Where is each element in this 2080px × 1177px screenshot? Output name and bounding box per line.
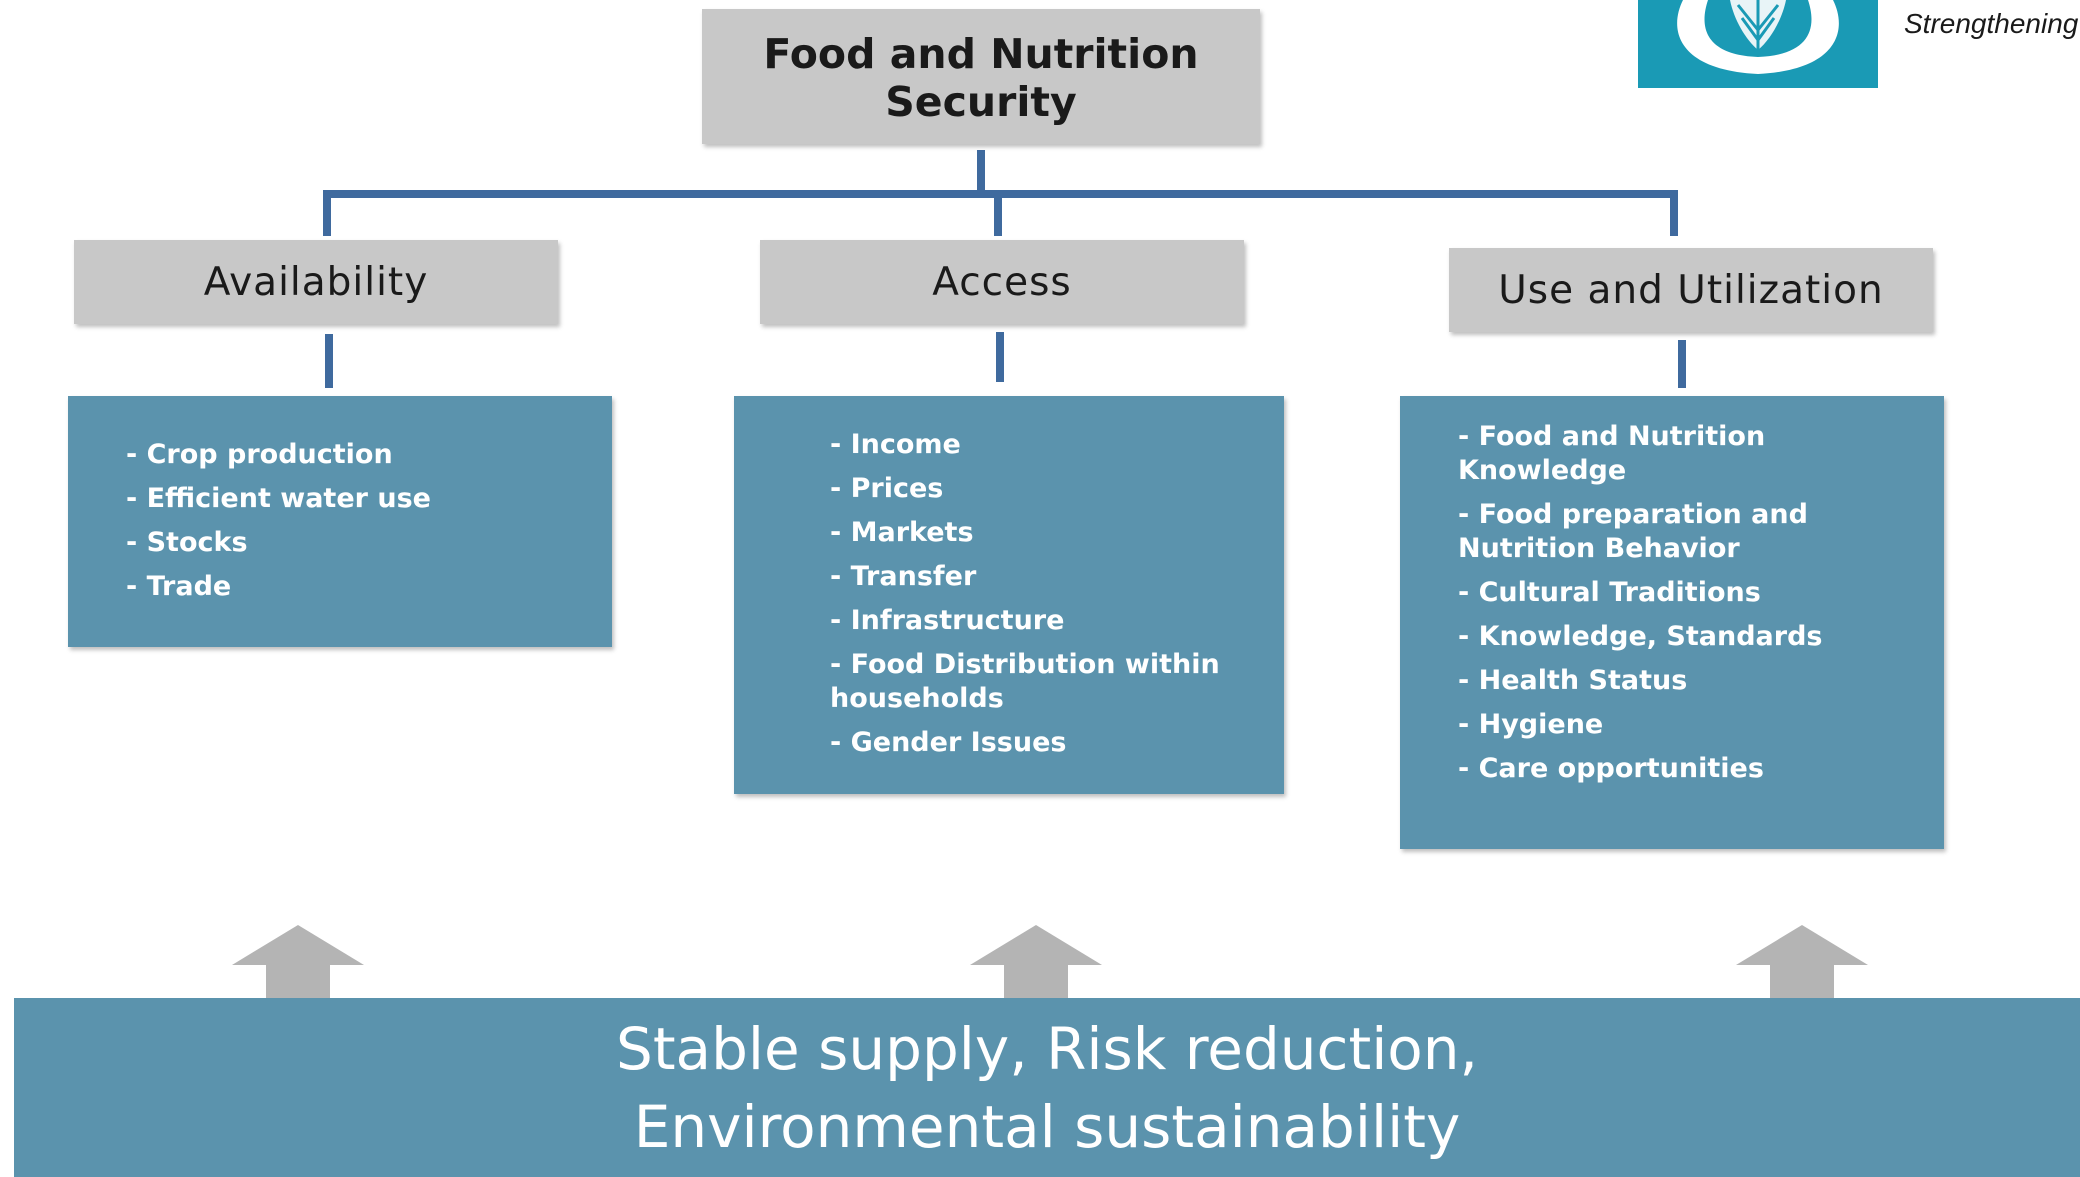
list-item: - Care opportunities bbox=[1458, 753, 1764, 784]
detail-box-availability: - Crop production - Efficient water use … bbox=[68, 396, 612, 647]
list-item: - Food Distribution within households bbox=[830, 649, 1220, 714]
root-box-food-nutrition-security: Food and Nutrition Security bbox=[702, 9, 1260, 144]
availability-list: - Crop production - Efficient water use … bbox=[126, 438, 592, 604]
list-item: - Prices bbox=[830, 473, 944, 504]
root-title-line2: Security bbox=[885, 77, 1077, 126]
list-item: - Infrastructure bbox=[830, 605, 1065, 636]
list-item: - Food and Nutrition Knowledge bbox=[1458, 421, 1766, 486]
list-item: - Stocks bbox=[126, 527, 248, 558]
up-arrow-icon bbox=[232, 925, 364, 1000]
detail-box-use-and-utilization: - Food and Nutrition Knowledge - Food pr… bbox=[1400, 396, 1944, 849]
list-item: - Transfer bbox=[830, 561, 977, 592]
list-item: - Cultural Traditions bbox=[1458, 577, 1761, 608]
foundation-bar: Stable supply, Risk reduction, Environme… bbox=[14, 998, 2080, 1177]
foundation-line1: Stable supply, Risk reduction, bbox=[616, 1014, 1478, 1083]
list-item: - Knowledge, Standards bbox=[1458, 621, 1823, 652]
utilization-list: - Food and Nutrition Knowledge - Food pr… bbox=[1458, 420, 1914, 786]
wheat-logo-icon bbox=[1677, 0, 1839, 74]
detail-box-access: - Income - Prices - Markets - Transfer -… bbox=[734, 396, 1284, 794]
list-item: - Hygiene bbox=[1458, 709, 1604, 740]
up-arrow-icon bbox=[970, 925, 1102, 1000]
up-arrow-icon bbox=[1736, 925, 1868, 1000]
category-box-access: Access bbox=[760, 240, 1244, 324]
root-title-line1: Food and Nutrition bbox=[763, 29, 1199, 78]
list-item: - Markets bbox=[830, 517, 974, 548]
category-box-use-and-utilization: Use and Utilization bbox=[1449, 248, 1933, 332]
list-item: - Efficient water use bbox=[126, 483, 431, 514]
list-item: - Trade bbox=[126, 571, 232, 602]
list-item: - Gender Issues bbox=[830, 727, 1067, 758]
category-box-availability: Availability bbox=[74, 240, 558, 324]
logo bbox=[1638, 0, 1878, 88]
foundation-line2: Environmental sustainability bbox=[633, 1092, 1461, 1161]
list-item: - Income bbox=[830, 429, 961, 460]
list-item: - Food preparation and Nutrition Behavio… bbox=[1458, 499, 1808, 564]
list-item: - Crop production bbox=[126, 439, 393, 470]
header-tagline: Strengthening bbox=[1904, 8, 2079, 39]
list-item: - Health Status bbox=[1458, 665, 1688, 696]
access-list: - Income - Prices - Markets - Transfer -… bbox=[830, 428, 1244, 760]
